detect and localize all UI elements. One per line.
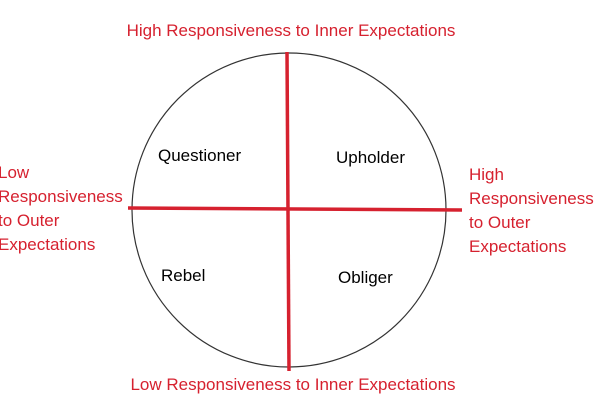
left-axis-label-line: Expectations — [0, 235, 96, 254]
bottom-axis-label: Low Responsiveness to Inner Expectations — [130, 375, 456, 394]
right-axis-label-line: High — [469, 165, 504, 184]
quadrant-rebel: Rebel — [161, 266, 206, 285]
quadrant-upholder: Upholder — [336, 148, 405, 167]
top-axis-label: High Responsiveness to Inner Expectation… — [126, 21, 456, 40]
left-axis-label-line: to Outer — [0, 211, 60, 230]
horizontal-axis — [127, 206, 463, 212]
right-axis-label-line: Responsiveness — [469, 189, 594, 208]
left-axis-label-line: Responsiveness — [0, 187, 123, 206]
vertical-axis — [285, 51, 291, 372]
quadrant-obliger: Obliger — [338, 268, 393, 287]
quadrant-questioner: Questioner — [158, 146, 242, 165]
right-axis-label-line: to Outer — [469, 213, 531, 232]
left-axis-label-line: Low — [0, 163, 30, 182]
right-axis-label-line: Expectations — [469, 237, 567, 256]
left-axis-label: Low Responsiveness to Outer Expectations — [0, 161, 123, 257]
right-axis-label: High Responsiveness to Outer Expectation… — [469, 163, 594, 259]
